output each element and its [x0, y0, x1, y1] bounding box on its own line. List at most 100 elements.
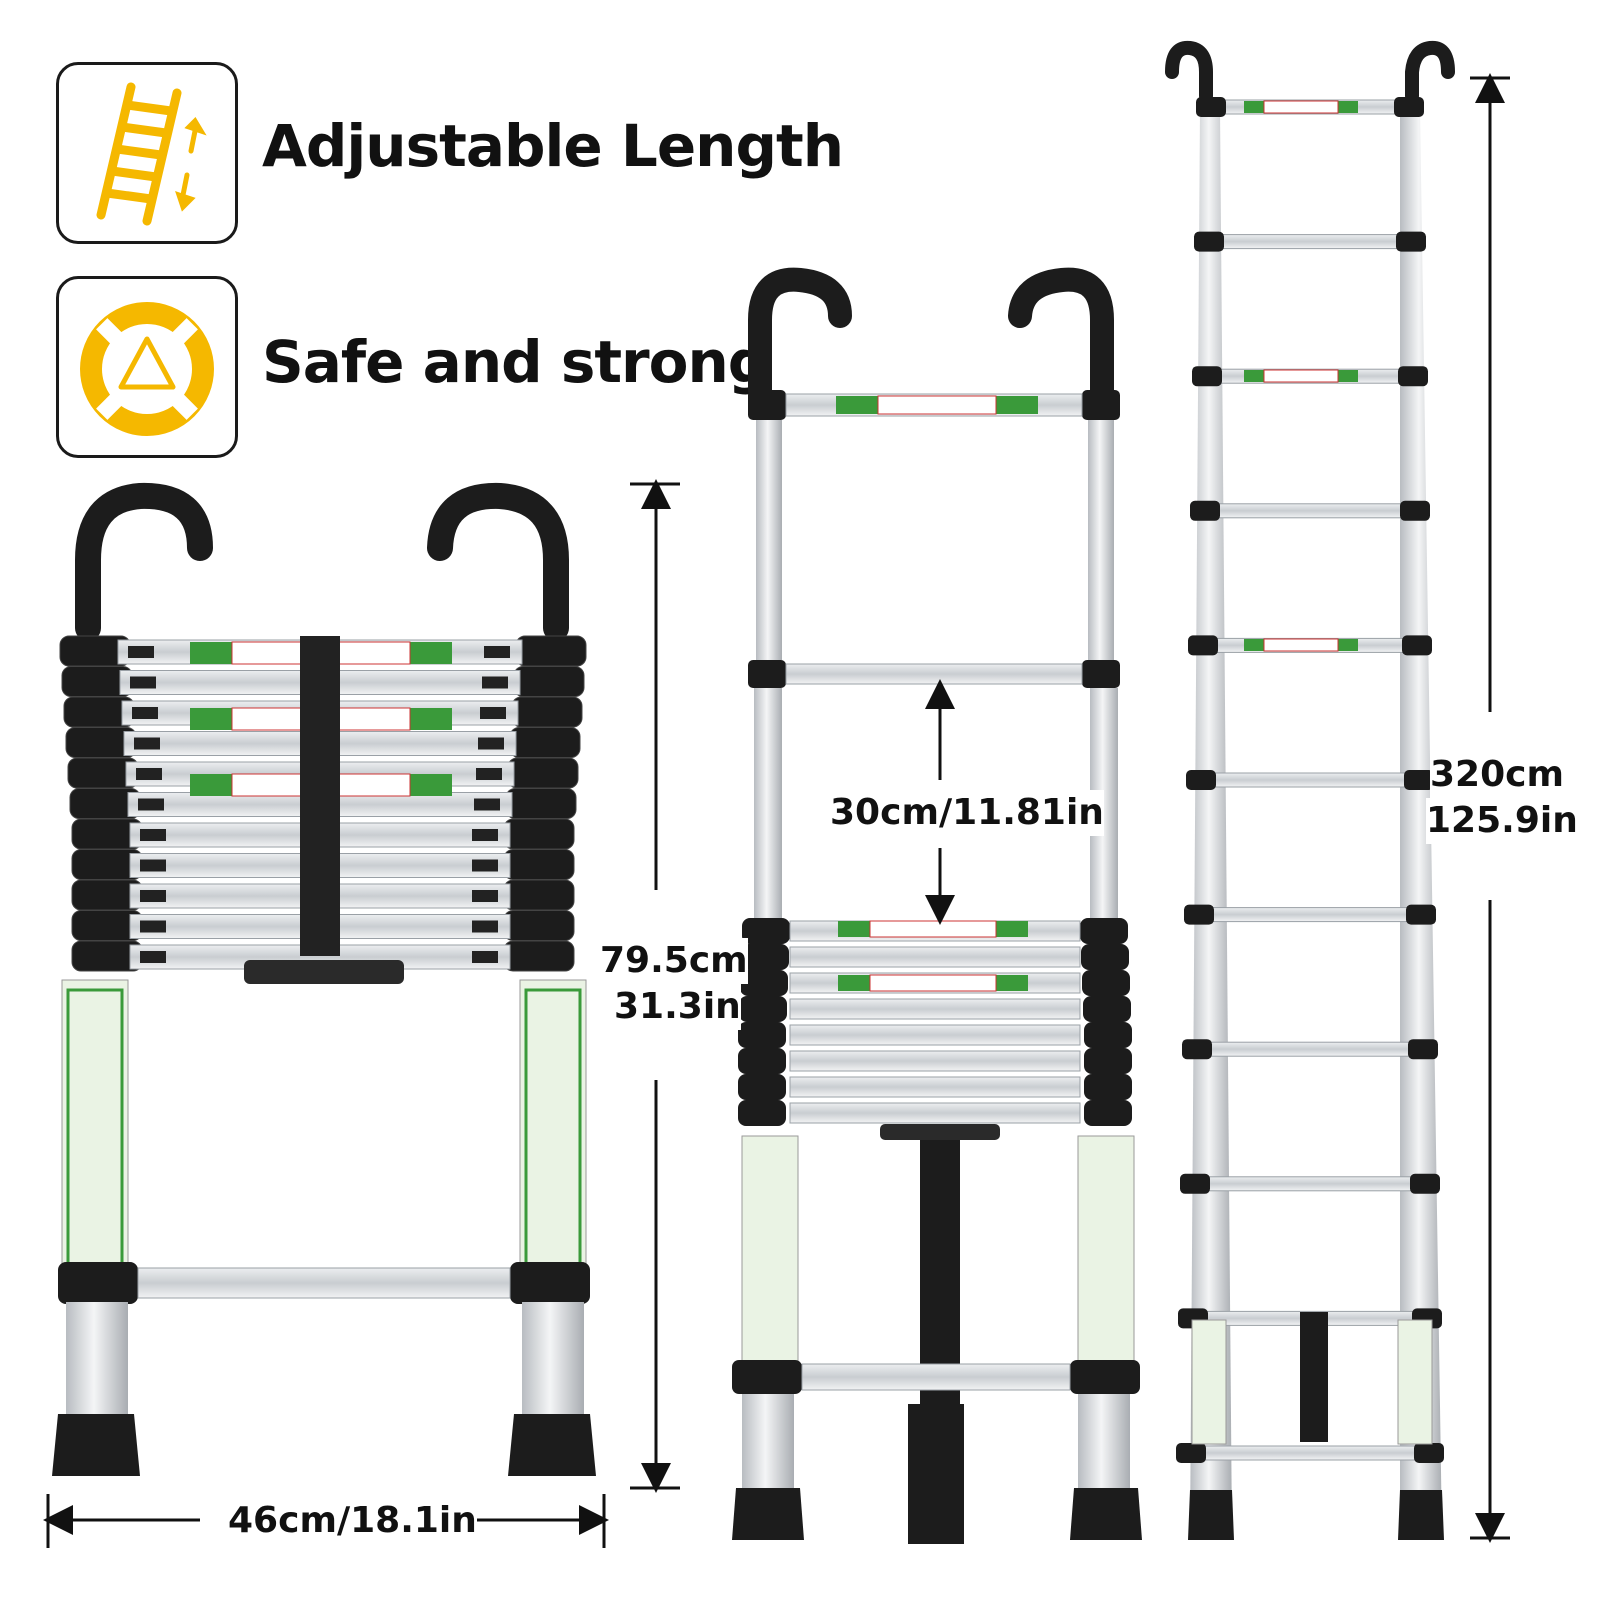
rung-sticker-label: [869, 920, 997, 938]
rung-end-left: [140, 859, 166, 872]
extended-clamp-left: [1194, 231, 1224, 252]
extended-clamp-right: [1410, 1173, 1440, 1194]
extended-rung: [1199, 772, 1421, 788]
rung-end-right: [484, 646, 510, 658]
extended-rung: [1203, 503, 1417, 519]
extended-rung: [1197, 907, 1423, 923]
collapsed-clamp-right: [503, 910, 575, 941]
partial-clamp-left: [742, 918, 790, 944]
left-hook-a: [75, 482, 213, 641]
extended-clamp-left: [1192, 366, 1222, 387]
extended-rung: [1189, 1445, 1431, 1461]
partial-clamp-left: [739, 996, 787, 1022]
extended-clamp-left: [1184, 904, 1214, 925]
partial-rung: [789, 998, 1081, 1020]
rung-end-left: [136, 768, 162, 780]
partial-clamp-right: [1084, 1048, 1132, 1074]
partial-clamp-right: [1080, 918, 1128, 944]
rung-sticker-green: [1244, 639, 1264, 651]
partial-clamp-right: [1084, 1022, 1132, 1048]
extended-clamp-left: [1182, 1039, 1212, 1060]
partial-clamp-left: [738, 1100, 786, 1126]
extended-clamp-left: [1190, 500, 1220, 521]
rung-sticker-label: [1263, 100, 1339, 114]
rung-end-left: [138, 798, 164, 811]
feature-icon-box-adjustable: [56, 62, 238, 244]
rung-end-right: [472, 829, 498, 841]
rung-end-left: [128, 646, 154, 658]
partial-clamp-right: [1081, 944, 1129, 970]
rung-sticker-label: [869, 974, 997, 992]
partial-clamp-right: [1084, 1100, 1132, 1126]
extended-rung: [1195, 1041, 1425, 1057]
partial-clamp-left: [738, 1074, 786, 1100]
partial-rung: [789, 1102, 1081, 1124]
rung-sticker-green: [1338, 639, 1358, 651]
collapsed-clamp-right: [509, 727, 581, 758]
rung-sticker-green: [838, 921, 870, 937]
collapsed-ladder: [52, 482, 596, 1476]
collapsed-clamp-right: [503, 940, 575, 972]
rung-end-right: [472, 951, 498, 963]
partial-clamp-left: [738, 1048, 786, 1074]
partial-clamp-left: [740, 970, 788, 996]
partial-clamp-right: [1082, 970, 1130, 996]
feature-label-adjustable: Adjustable Length: [262, 112, 844, 180]
extended-rung: [1207, 234, 1413, 250]
rung-sticker-green: [190, 708, 232, 730]
extended-clamp-right: [1408, 1039, 1438, 1060]
rung-sticker-green: [996, 921, 1028, 937]
partial-rung: [789, 1076, 1081, 1098]
rung-sticker-green: [190, 642, 232, 664]
rung-sticker-label: [1263, 638, 1339, 652]
collapsed-clamp-right: [513, 666, 585, 697]
rung-end-left: [132, 707, 158, 719]
collapsed-clamp-right: [503, 818, 575, 850]
rung-end-left: [130, 676, 156, 689]
rung-sticker-green: [838, 975, 870, 991]
rung-end-right: [474, 798, 500, 811]
extended-clamp-right: [1402, 635, 1432, 656]
partial-clamp-left: [738, 1022, 786, 1048]
extended-clamp-left: [1176, 1443, 1206, 1463]
extended-height-cm-label: 320cm: [1430, 752, 1564, 798]
partial-rung: [789, 1024, 1081, 1046]
rung-sticker-green: [410, 642, 452, 664]
rung-sticker-green: [410, 708, 452, 730]
rung-sticker-label: [1263, 369, 1339, 383]
ladder-adjust-icon: [96, 82, 207, 226]
partial-rung: [789, 946, 1081, 968]
rung-sticker-green: [1338, 370, 1358, 382]
width-dimension-label: 46cm/18.1in: [228, 1498, 477, 1544]
rung-end-right: [478, 737, 504, 750]
rung-sticker-green: [190, 774, 232, 796]
rung-end-left: [140, 951, 166, 963]
extended-clamp-right: [1396, 231, 1426, 252]
feature-icon-box-safe: [56, 276, 238, 458]
dimension-arrows: [43, 73, 1510, 1548]
rung-sticker-green: [1244, 370, 1264, 382]
extended-ladder: [1165, 40, 1455, 1540]
rung-end-left: [140, 920, 166, 933]
rung-sticker-green: [410, 774, 452, 796]
extended-clamp-right: [1394, 97, 1424, 117]
collapsed-height-cm-label: 79.5cm: [600, 938, 748, 984]
left-hook-b: [427, 482, 569, 641]
safety-ring-icon: [80, 302, 214, 436]
extended-clamp-right: [1404, 770, 1434, 790]
rung-sticker-green: [996, 975, 1028, 991]
rung-end-left: [134, 737, 160, 750]
partial-clamp-right: [1083, 996, 1131, 1022]
rung-spacing-label: 30cm/11.81in: [830, 790, 1104, 836]
extended-clamp-right: [1398, 366, 1428, 387]
extended-clamp-left: [1186, 770, 1216, 790]
extended-clamp-right: [1400, 500, 1430, 521]
rung-end-right: [472, 859, 498, 872]
extended-clamp-right: [1406, 904, 1436, 925]
extended-height-in-label: 125.9in: [1426, 798, 1578, 844]
rung-end-right: [480, 707, 506, 719]
collapsed-clamp-right: [511, 696, 583, 728]
collapsed-clamp-right: [515, 635, 587, 667]
extended-clamp-left: [1188, 635, 1218, 656]
